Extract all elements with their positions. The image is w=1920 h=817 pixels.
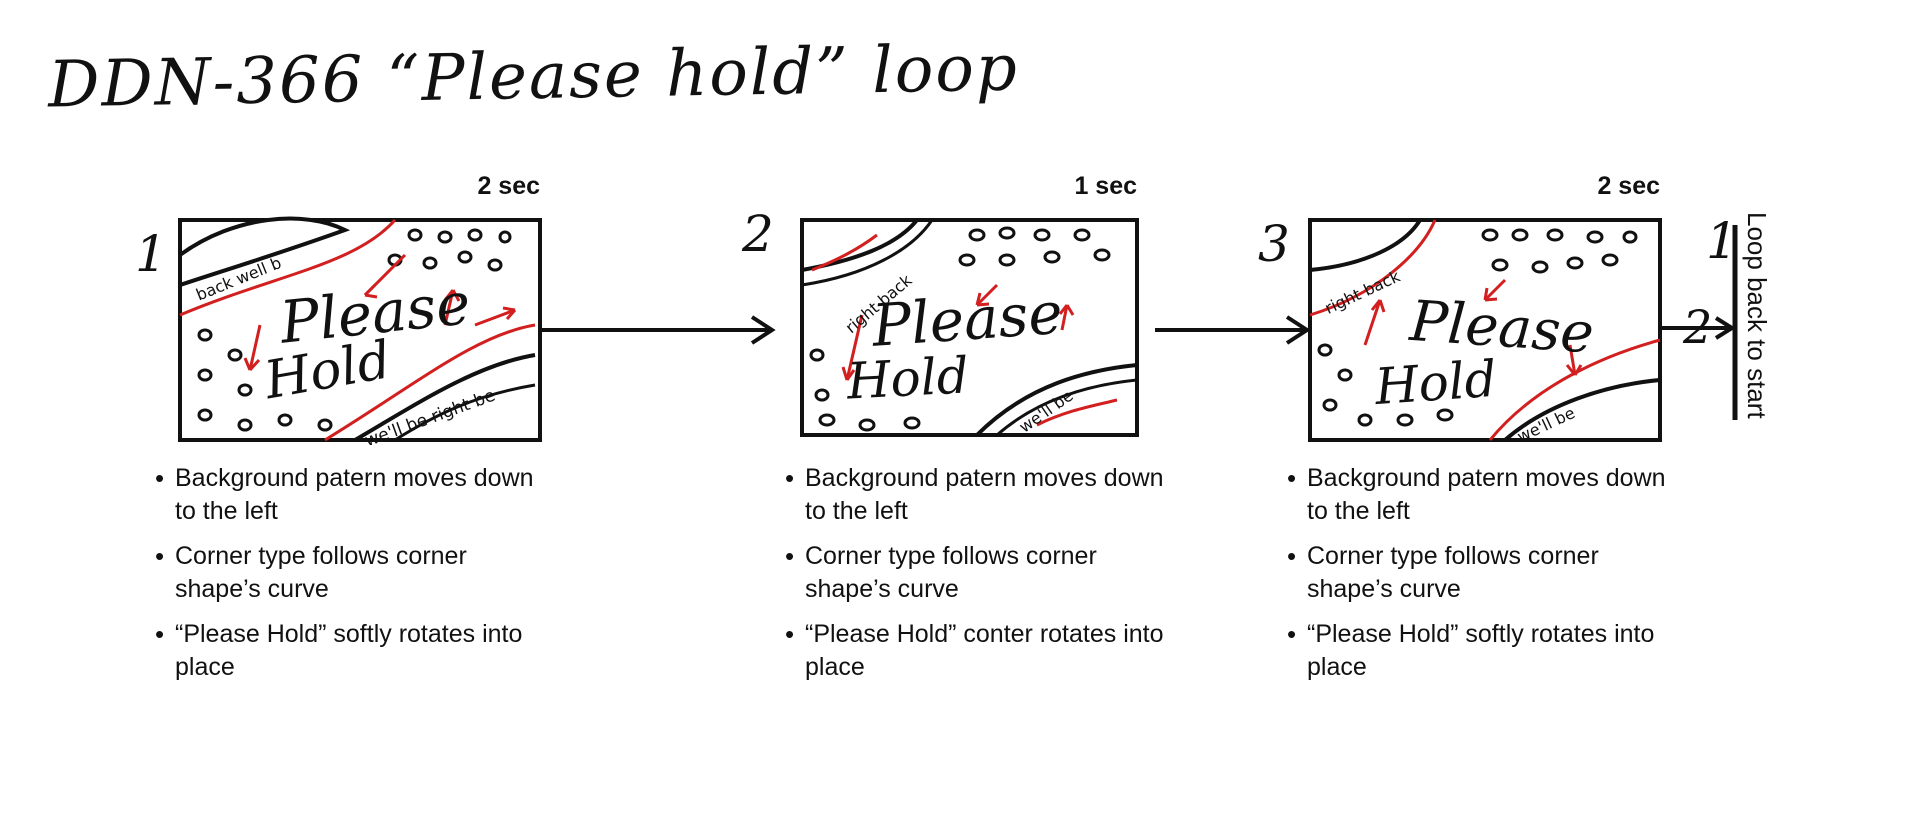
frame-1-number: 1 [135,225,167,283]
list-item: Background patern moves down to the left [155,462,535,528]
loop-target-number: 1 [1706,212,1738,270]
frame-2-number: 2 [742,205,774,263]
frame-3-sketch: Please Hold right back we'll be [1305,215,1665,445]
frame-1-hold-text: Hold [259,330,395,411]
list-item: Corner type follows corner shape’s curve [785,540,1165,606]
page-title: DDN-366 “Please hold” loop [47,32,1019,123]
frame-1-duration: 2 sec [477,172,540,201]
frame-3-number: 3 [1258,215,1290,273]
frame-3-corner-text-1: right back [1322,266,1404,318]
frame-2-notes: Background patern moves down to the left… [785,462,1165,696]
frame-2-duration: 1 sec [1074,172,1137,201]
list-item: “Please Hold” softly rotates into place [1287,618,1667,684]
list-item: Background patern moves down to the left [785,462,1165,528]
frame-1-sketch: Please Hold back well b we'll be right b… [175,215,545,445]
list-item: “Please Hold” conter rotates into place [785,618,1165,684]
frame-2-hold-text: Hold [844,346,970,410]
frame-3-duration: 2 sec [1597,172,1660,201]
loop-arrow-label: 2 [1683,300,1712,354]
frame-3-hold-text: Hold [1372,350,1498,416]
arrow-2-to-3 [1155,315,1315,345]
frame-3-notes: Background patern moves down to the left… [1287,462,1667,696]
list-item: “Please Hold” softly rotates into place [155,618,535,684]
list-item: Corner type follows corner shape’s curve [1287,540,1667,606]
list-item: Background patern moves down to the left [1287,462,1667,528]
list-item: Corner type follows corner shape’s curve [155,540,535,606]
frame-1-notes: Background patern moves down to the left… [155,462,535,696]
frame-2-sketch: Please Hold right back we'll be [797,215,1147,445]
loop-back-label: Loop back to start [1741,212,1772,442]
arrow-1-to-2 [540,315,780,345]
